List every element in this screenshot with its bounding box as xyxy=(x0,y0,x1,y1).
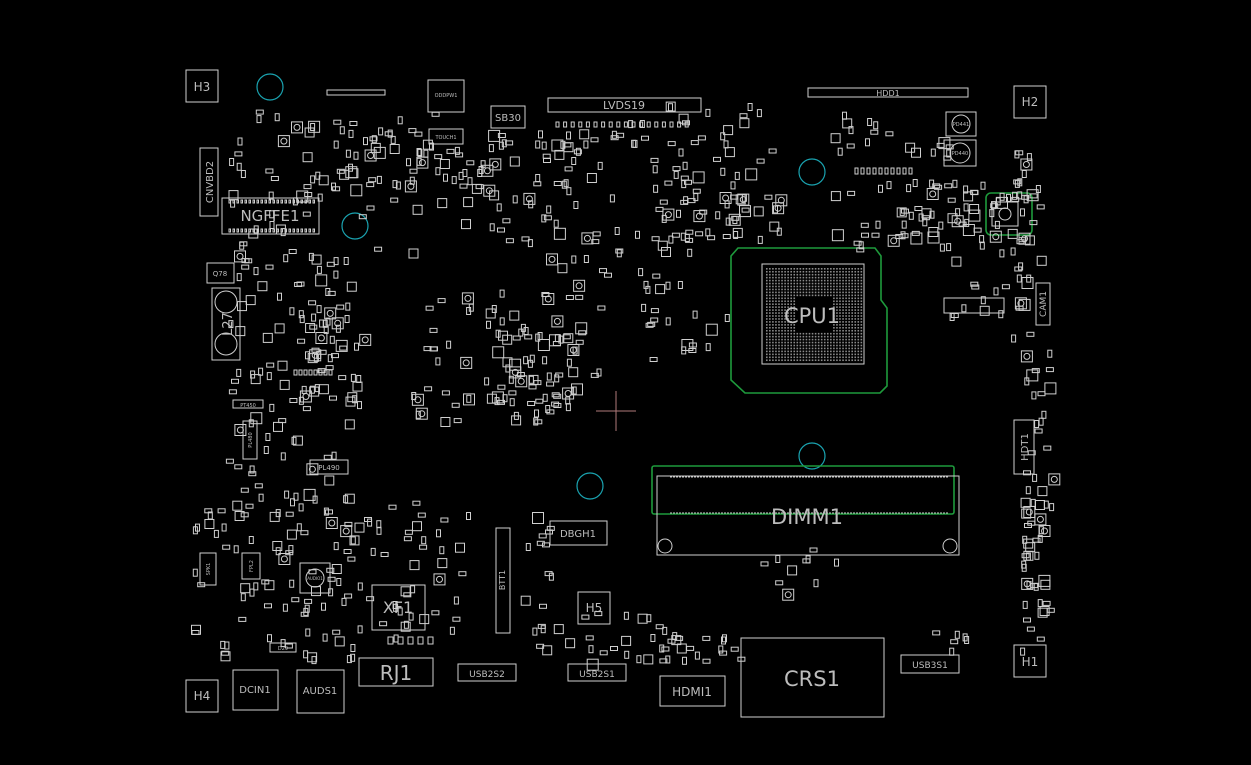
btt1-battery[interactable]: BTT1 xyxy=(495,527,511,634)
l27-inductor[interactable]: L27 xyxy=(211,287,241,361)
svg-text:BTT1: BTT1 xyxy=(498,570,507,590)
svg-text:USB3S1: USB3S1 xyxy=(912,661,948,671)
svg-text:RJ1: RJ1 xyxy=(380,661,413,685)
right-switch[interactable] xyxy=(991,201,1019,227)
dimm1-slot[interactable]: DIMM1 xyxy=(651,465,960,556)
touch1-connector[interactable]: TOUCH1 xyxy=(428,128,464,145)
pd440-component[interactable]: PD440 xyxy=(943,139,977,167)
pl490-component[interactable]: PL490 xyxy=(309,459,349,475)
svg-text:SPK1: SPK1 xyxy=(206,563,212,576)
svg-text:USB2S2: USB2S2 xyxy=(469,670,505,680)
usb2s2-connector[interactable]: USB2S2 xyxy=(457,663,517,682)
svg-text:PT450: PT450 xyxy=(240,403,256,409)
mounting-holes xyxy=(256,73,826,500)
pl480-component[interactable]: PL480 xyxy=(242,420,258,460)
svg-text:CNVBD2: CNVBD2 xyxy=(205,161,216,203)
right-green-zone xyxy=(985,192,1033,236)
cursor-crosshair xyxy=(596,391,636,431)
svg-text:LVDS19: LVDS19 xyxy=(603,99,645,112)
pd441-component[interactable]: PD441 xyxy=(945,111,977,137)
dcin1-connector[interactable]: DCIN1 xyxy=(232,669,279,711)
svg-text:ODDPW1: ODDPW1 xyxy=(435,93,458,99)
d29-diode[interactable]: D29 xyxy=(269,642,297,653)
h3-pad[interactable]: H3 xyxy=(185,69,219,103)
h1-pad[interactable]: H1 xyxy=(1013,644,1047,678)
smd-component-pads xyxy=(191,101,1061,671)
lvds19-connector[interactable]: LVDS19 xyxy=(547,97,702,113)
svg-text:H1: H1 xyxy=(1022,655,1039,669)
svg-text:H4: H4 xyxy=(194,689,211,703)
svg-text:DIMM1: DIMM1 xyxy=(771,505,843,529)
svg-text:PD440: PD440 xyxy=(952,151,968,157)
auds1-connector[interactable]: AUDS1 xyxy=(296,669,345,714)
cam1-connector[interactable]: CAM1 xyxy=(1035,282,1051,326)
audio1-codec[interactable]: AUDIO1 xyxy=(299,562,331,594)
svg-text:DBGH1: DBGH1 xyxy=(560,529,596,540)
svg-text:AUDS1: AUDS1 xyxy=(303,686,338,697)
svg-text:CPU1: CPU1 xyxy=(784,304,840,328)
q78-component[interactable]: Q78 xyxy=(206,262,235,284)
svg-text:H2: H2 xyxy=(1022,95,1039,109)
svg-text:SB30: SB30 xyxy=(495,113,521,124)
cpu-ball-grid xyxy=(766,268,863,362)
fpl2-component[interactable]: FPL2 xyxy=(241,552,261,580)
svg-text:DCIN1: DCIN1 xyxy=(239,685,270,696)
h4-pad[interactable]: H4 xyxy=(185,679,219,713)
svg-text:AUDIO1: AUDIO1 xyxy=(307,576,323,581)
svg-text:PD441: PD441 xyxy=(953,122,969,128)
rj1-connector[interactable]: RJ1 xyxy=(358,657,434,687)
svg-text:CRS1: CRS1 xyxy=(784,667,840,691)
svg-text:TOUCH1: TOUCH1 xyxy=(434,135,456,141)
h2-pad[interactable]: H2 xyxy=(1013,85,1047,119)
hdt1-header[interactable]: HDT1 xyxy=(1013,419,1035,475)
svg-text:HDT1: HDT1 xyxy=(1020,433,1031,461)
svg-text:CAM1: CAM1 xyxy=(1039,291,1049,317)
svg-text:H5: H5 xyxy=(586,601,603,615)
dbgh1-header[interactable]: DBGH1 xyxy=(549,520,608,546)
svg-text:D29: D29 xyxy=(278,646,288,652)
pt450-component[interactable]: PT450 xyxy=(232,399,264,409)
hdd1-connector[interactable]: HDD1 xyxy=(807,87,969,98)
hdmi1-connector[interactable]: HDMI1 xyxy=(659,675,726,707)
svg-text:HDD1: HDD1 xyxy=(876,89,899,98)
sb30-component[interactable]: SB30 xyxy=(490,105,526,129)
top-left-connector[interactable] xyxy=(326,89,386,96)
right-bar-component[interactable] xyxy=(943,297,1005,314)
crs1-connector[interactable]: CRS1 xyxy=(740,637,885,718)
svg-text:USB2S1: USB2S1 xyxy=(579,670,615,680)
svg-text:Q78: Q78 xyxy=(213,270,227,278)
usb2s1-connector[interactable]: USB2S1 xyxy=(567,663,627,682)
spk1-connector[interactable]: SPK1 xyxy=(199,552,217,586)
svg-text:FPL2: FPL2 xyxy=(249,560,255,572)
oddpw1-connector[interactable]: ODDPW1 xyxy=(427,79,465,113)
svg-text:PL490: PL490 xyxy=(318,464,339,472)
cpu1-socket[interactable]: CPU1 xyxy=(730,247,888,394)
svg-text:H3: H3 xyxy=(194,80,211,94)
svg-text:HDMI1: HDMI1 xyxy=(672,685,712,699)
usb3s1-connector[interactable]: USB3S1 xyxy=(900,654,960,674)
svg-text:PL480: PL480 xyxy=(248,432,254,447)
cnvbd2-connector[interactable]: CNVBD2 xyxy=(199,147,219,217)
